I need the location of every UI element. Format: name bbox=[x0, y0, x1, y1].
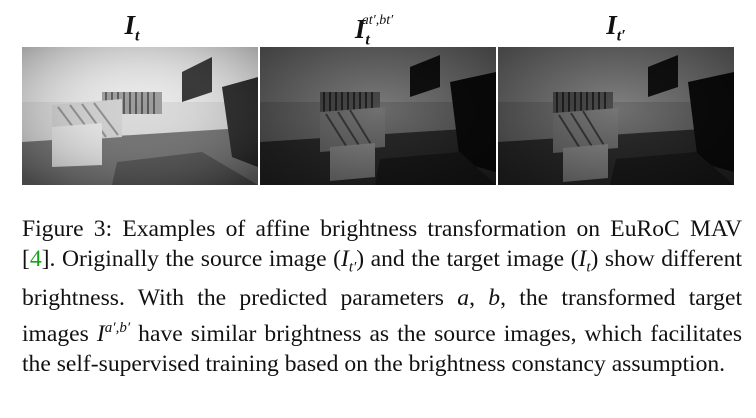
scene-illustration bbox=[22, 47, 258, 185]
scene-illustration bbox=[260, 47, 496, 185]
image-target-bright bbox=[22, 47, 258, 185]
panel-title-transformed: Itat′,bt′ bbox=[354, 13, 394, 49]
image-transformed-dark bbox=[260, 47, 496, 185]
panel-title-target: It bbox=[124, 10, 140, 45]
caption-label: Figure 3: bbox=[22, 216, 113, 242]
image-source-dark bbox=[498, 47, 734, 185]
citation-link[interactable]: 4 bbox=[29, 246, 42, 272]
scene-illustration bbox=[498, 47, 734, 185]
panel-title-source: It′ bbox=[606, 10, 626, 45]
figure-caption: Figure 3: Examples of affine brightness … bbox=[22, 216, 743, 377]
